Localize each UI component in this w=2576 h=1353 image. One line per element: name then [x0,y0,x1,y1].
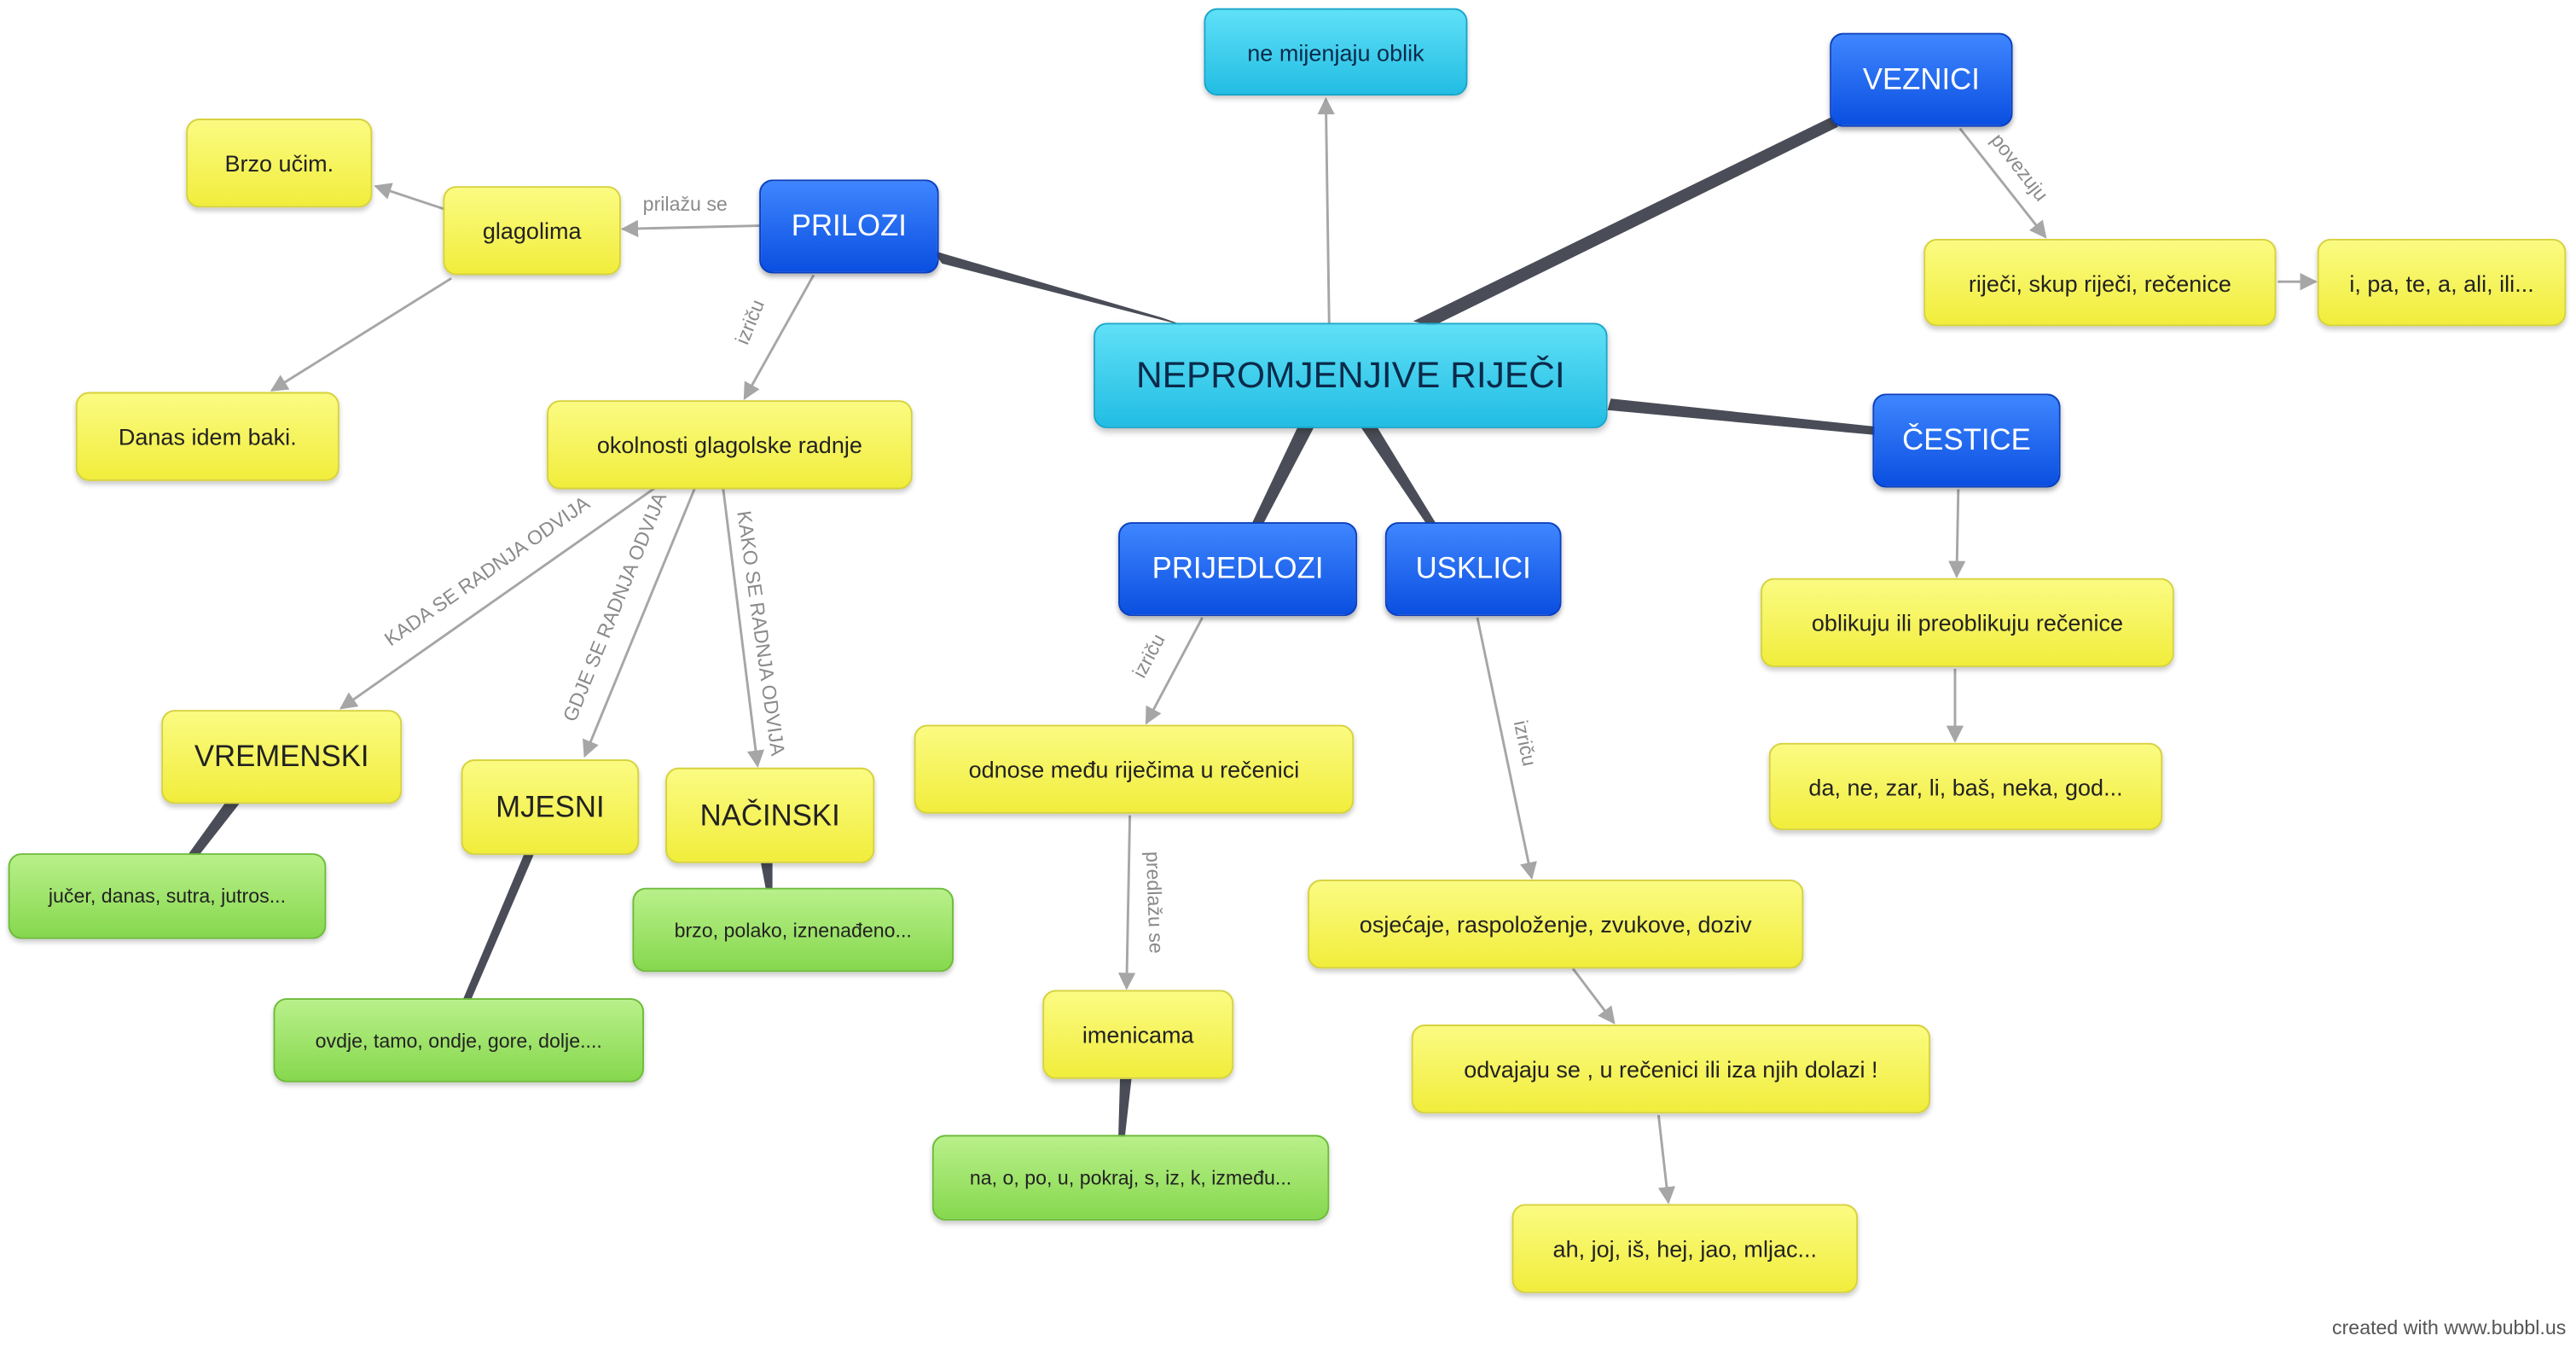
arrow-usklici-expresses [1476,617,1537,880]
node-unchanging[interactable]: ne mijenjaju oblik [1204,8,1468,96]
credit-text[interactable]: created with www.bubbl.us [2332,1315,2567,1339]
node-nouns[interactable]: imenicama [1042,990,1234,1079]
node-circumstances[interactable]: okolnosti glagolske radnje [547,400,913,490]
link-vremenski-examples [188,802,241,856]
arrow-glagolima-example1 [374,183,445,211]
central-node[interactable]: NEPROMJENJIVE RIJEČI [1094,322,1608,429]
edge-label-prijedlozi-express: izriču [1128,630,1169,682]
node-expresses[interactable]: osjećaje, raspoloženje, zvukove, doziv [1308,880,1804,969]
edge-label-connect: povezuju [1987,129,2053,205]
node-manner-examples[interactable]: brzo, polako, iznenađeno... [632,887,954,973]
node-veznici[interactable]: VEZNICI [1830,32,2013,127]
node-temporal-examples[interactable]: jučer, danas, sutra, jutros... [8,853,327,939]
node-usklici-examples[interactable]: ah, joj, iš, hej, jao, mljac... [1511,1204,1859,1293]
edge-label-prilozi-express: izriču [731,296,769,347]
arrow-expresses-separated [1571,967,1616,1025]
arrow-central-unchanging [1317,96,1335,323]
node-prijedlozi-examples[interactable]: na, o, po, u, pokraj, s, iz, k, između..… [931,1135,1330,1221]
node-example-brzo[interactable]: Brzo učim. [186,119,373,208]
edge-label-where: GDJE SE RADNJA ODVIJA [559,489,671,724]
node-mjesni[interactable]: MJESNI [461,759,640,856]
link-nacinski-examples [761,862,773,890]
arrow-veznici-connects [1958,127,2047,239]
link-central-cestice [1607,398,1877,435]
node-cestice[interactable]: ČESTICE [1872,393,2061,488]
link-central-prijedlozi [1251,427,1314,525]
node-example-danas[interactable]: Danas idem baki. [75,392,339,481]
node-prilozi[interactable]: PRILOZI [759,179,939,274]
node-veznici-examples[interactable]: i, pa, te, a, ali, ili... [2317,238,2567,327]
edge-label-attach: prilažu se [643,193,728,215]
arrow-separated-examples [1656,1115,1676,1205]
link-imenicama-examples [1118,1078,1132,1137]
arrow-relations-nouns [1117,815,1136,990]
link-central-usklici [1360,427,1436,525]
arrow-circumstances-manner [722,487,765,768]
arrow-glagolima-example2 [270,277,452,392]
link-central-prilozi [931,250,1186,327]
node-prijedlozi[interactable]: PRIJEDLOZI [1118,522,1358,617]
link-mjesni-examples [462,855,534,1001]
node-connects[interactable]: riječi, skup riječi, rečenice [1923,238,2277,327]
node-cestice-examples[interactable]: da, ne, zar, li, baš, neka, god... [1768,742,2163,831]
arrow-circumstances-temporal [339,486,657,710]
edge-label-precede: predlažu se [1142,851,1168,955]
node-nacinski[interactable]: NAČINSKI [665,767,875,863]
node-usklici[interactable]: USKLICI [1384,522,1562,617]
link-central-veznici [1413,117,1838,327]
node-relations[interactable]: odnose među riječima u rečenici [914,724,1355,814]
node-shapes[interactable]: oblikuju ili preoblikuju rečenice [1761,578,2174,668]
node-separated[interactable]: odvajaju se , u rečenici ili iza njih do… [1411,1025,1931,1114]
arrow-cestice-shapes [1948,489,1966,578]
arrow-prilozi-circumstances [743,274,815,401]
arrow-circumstances-spatial [583,486,697,758]
node-spatial-examples[interactable]: ovdje, tamo, ondje, gore, dolje.... [273,998,644,1083]
edge-label-when: KADA SE RADNJA ODVIJA [380,491,594,650]
node-glagolima[interactable]: glagolima [443,186,621,276]
arrow-prilozi-glagolima [620,219,760,238]
arrow-prijedlozi-relations [1145,617,1204,725]
node-vremenski[interactable]: VREMENSKI [161,710,403,804]
edge-label-usklici-express: izriču [1510,718,1541,768]
